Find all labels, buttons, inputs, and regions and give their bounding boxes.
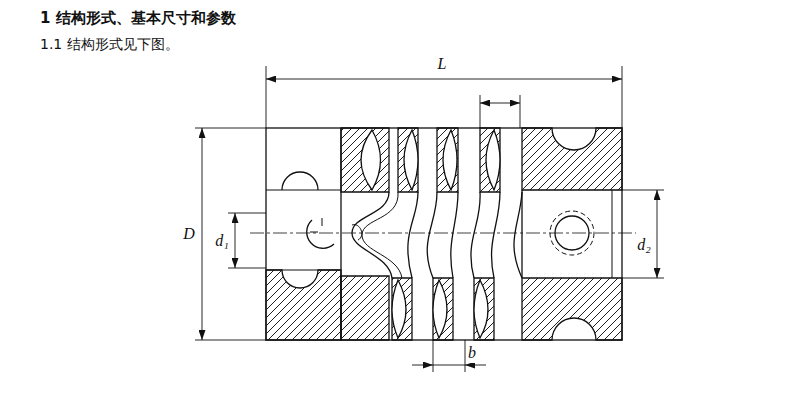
hatched-section — [266, 270, 341, 340]
section-heading: 1 结构形式、基本尺寸和参数 — [40, 9, 236, 27]
coupling-body — [266, 128, 622, 340]
center-line — [250, 233, 636, 234]
screw-hole — [307, 220, 334, 248]
sub-heading: 1.1 结构形式见下图。 — [40, 36, 179, 53]
dimension-label: d₂ — [636, 235, 652, 254]
dimension-lines — [195, 66, 664, 372]
dimension-label: b — [467, 343, 477, 362]
outer-outline — [266, 128, 622, 340]
dimension-label: L — [437, 54, 448, 73]
dimension-label: D — [182, 224, 196, 243]
dimension-label: d₁ — [214, 231, 230, 250]
